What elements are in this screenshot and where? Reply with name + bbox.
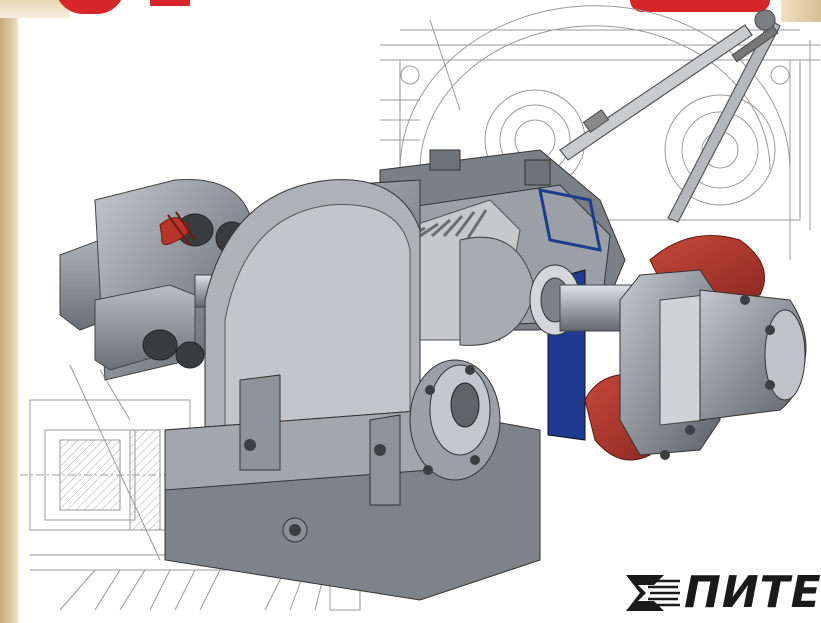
red-title-fragment: [55, 0, 125, 14]
right-tire-coupling: [584, 235, 807, 461]
gold-frame-left: [0, 0, 18, 623]
gearbox-housing: [164, 149, 626, 601]
technical-drawing-bottom-left: [20, 364, 361, 611]
piter-logo: ПИТЕР: [624, 566, 821, 620]
red-title-fragment-2: [150, 0, 190, 6]
gold-frame-top-right: [781, 0, 821, 22]
red-title-fragment-3: [630, 0, 770, 12]
gold-frame-top-left: [0, 0, 70, 18]
drafting-compass-icon: [559, 9, 781, 223]
piter-logo-text: ПИТЕР: [684, 567, 821, 618]
piter-logo-mark-icon: [626, 575, 680, 611]
left-jaw-coupling: [59, 178, 256, 381]
